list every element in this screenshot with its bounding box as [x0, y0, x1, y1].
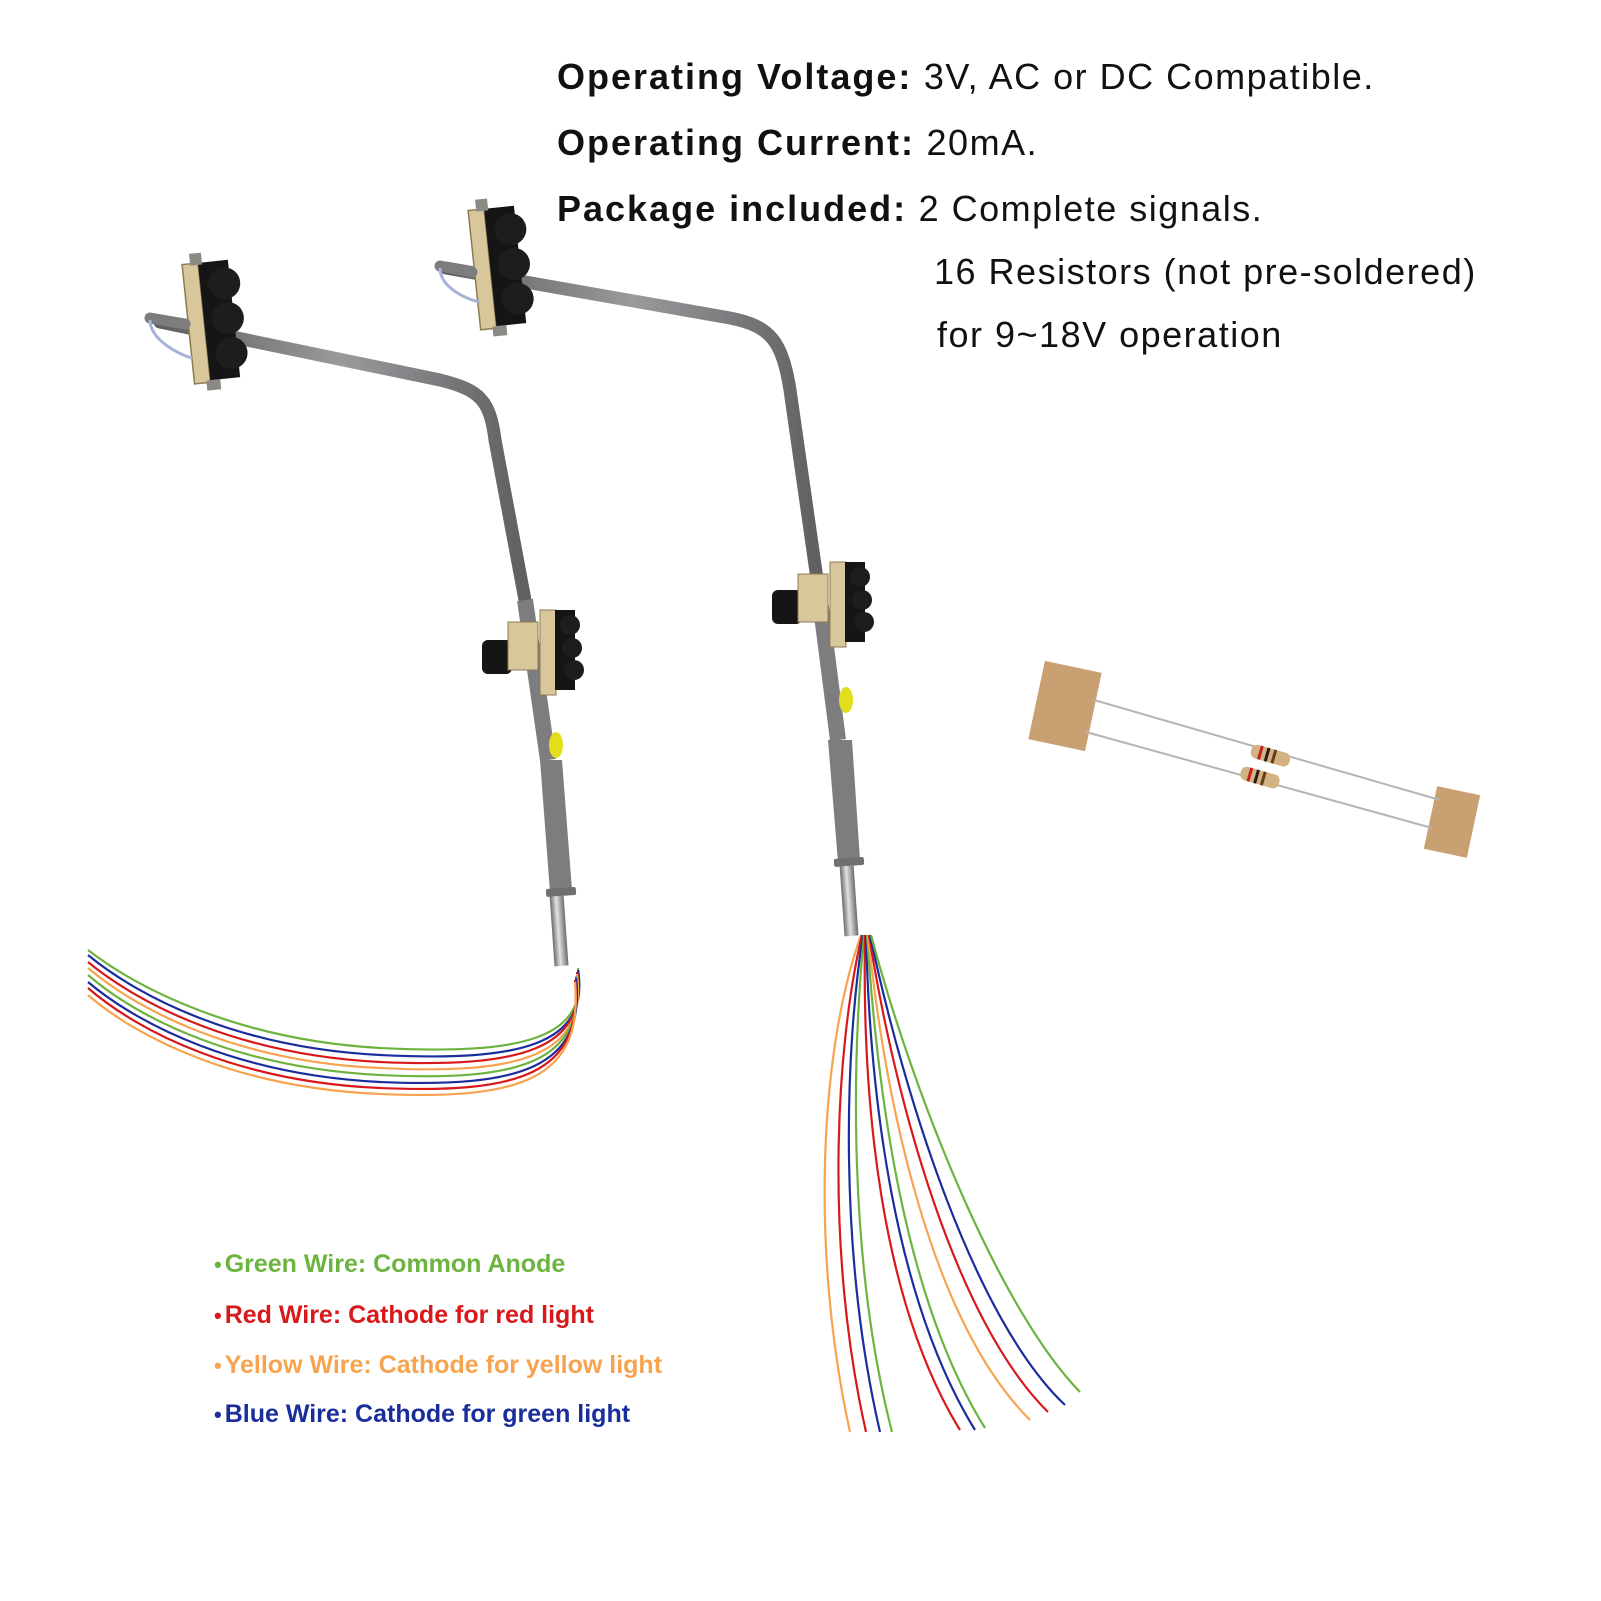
metal-tube-right	[839, 865, 859, 937]
push-button-left	[549, 732, 563, 758]
legend-red-wire: •Red Wire: Cathode for red light	[214, 1301, 594, 1330]
metal-tube-left	[549, 895, 569, 967]
spec-current: Operating Current: 20mA.	[557, 122, 1038, 164]
legend-text: Green Wire: Common Anode	[224, 1250, 566, 1278]
traffic-signal-right	[434, 198, 1081, 1433]
spec-package: Package included: 2 Complete signals.	[557, 188, 1263, 230]
bullet-icon: •	[214, 1303, 222, 1328]
legend-blue-wire: •Blue Wire: Cathode for green light	[214, 1400, 630, 1429]
signal-arm-right	[439, 261, 827, 607]
tape-left	[1028, 660, 1102, 752]
legend-text: Red Wire: Cathode for red light	[224, 1301, 594, 1329]
spec-package-line1: 2 Complete signals.	[918, 188, 1264, 229]
signal-arm-left	[153, 315, 532, 607]
traffic-signal-left	[87, 252, 584, 1097]
spec-voltage-value: 3V, AC or DC Compatible.	[923, 56, 1375, 97]
spec-voltage-label: Operating Voltage:	[557, 56, 913, 97]
spec-voltage: Operating Voltage: 3V, AC or DC Compatib…	[557, 56, 1375, 98]
spec-package-line2: 16 Resistors (not pre-soldered)	[934, 251, 1477, 292]
pole-base-left	[540, 760, 572, 892]
bullet-icon: •	[214, 1402, 222, 1427]
spec-current-label: Operating Current:	[557, 122, 916, 163]
resistor-pair	[1028, 660, 1481, 858]
tape-right	[1423, 786, 1481, 858]
spec-package-line3: for 9~18V operation	[937, 314, 1283, 355]
legend-text: Blue Wire: Cathode for green light	[224, 1400, 631, 1428]
wire-bundle-left	[87, 949, 581, 1097]
spec-package-label: Package included:	[557, 188, 908, 229]
legend-yellow-wire: •Yellow Wire: Cathode for yellow light	[214, 1351, 662, 1380]
bullet-icon: •	[214, 1353, 222, 1378]
push-button-right	[839, 687, 853, 713]
pole-base-right	[828, 740, 860, 862]
bullet-icon: •	[214, 1252, 222, 1277]
legend-text: Yellow Wire: Cathode for yellow light	[224, 1351, 663, 1379]
legend-green-wire: •Green Wire: Common Anode	[214, 1250, 565, 1279]
spec-current-value: 20mA.	[926, 122, 1039, 163]
wire-bundle-right	[823, 934, 1081, 1433]
